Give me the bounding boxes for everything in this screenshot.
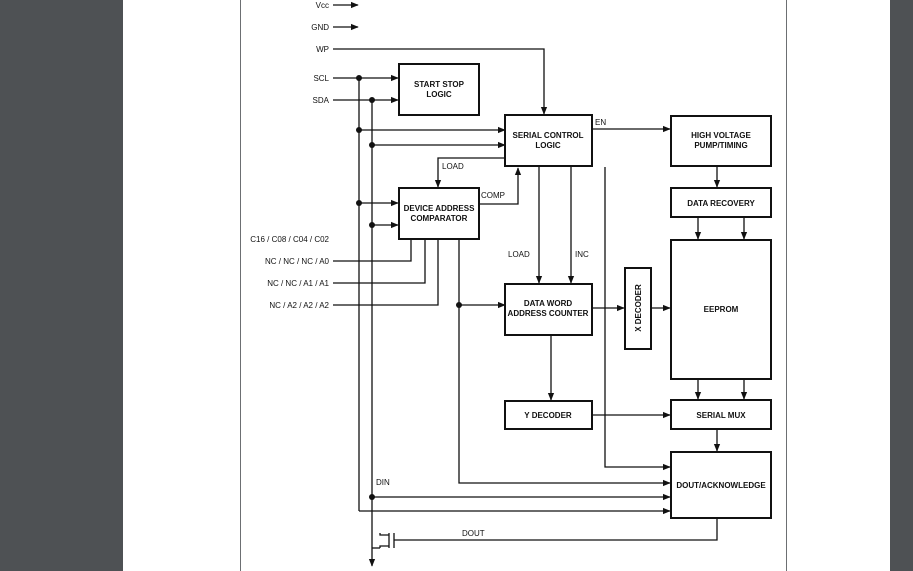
data-word-address-counter-block: DATA WORD ADDRESS COUNTER bbox=[504, 283, 593, 336]
signal-load-top-label: LOAD bbox=[442, 162, 464, 171]
eeprom-block: EEPROM bbox=[670, 239, 772, 380]
svg-text:LOGIC: LOGIC bbox=[426, 90, 452, 99]
pin-gnd-label: GND bbox=[311, 23, 329, 32]
right-gutter bbox=[890, 0, 913, 571]
pin-scl-label: SCL bbox=[313, 74, 329, 83]
pin-a2-label: NC / A2 / A2 / A2 bbox=[269, 301, 329, 310]
signal-dout-label: DOUT bbox=[462, 529, 485, 538]
page-border-left bbox=[240, 0, 241, 571]
signal-inc-label: INC bbox=[575, 250, 589, 259]
variants-label: C16 / C08 / C04 / C02 bbox=[250, 235, 329, 244]
svg-text:PUMP/TIMING: PUMP/TIMING bbox=[694, 141, 747, 150]
svg-text:ADDRESS COUNTER: ADDRESS COUNTER bbox=[508, 309, 589, 318]
svg-text:HIGH VOLTAGE: HIGH VOLTAGE bbox=[691, 131, 751, 140]
svg-text:Y DECODER: Y DECODER bbox=[524, 411, 572, 420]
y-decoder-block: Y DECODER bbox=[504, 400, 593, 430]
svg-text:SERIAL CONTROL: SERIAL CONTROL bbox=[513, 131, 584, 140]
svg-text:DEVICE ADDRESS: DEVICE ADDRESS bbox=[404, 204, 475, 213]
svg-text:X DECODER: X DECODER bbox=[634, 284, 643, 332]
signal-en-label: EN bbox=[595, 118, 606, 127]
svg-text:DOUT/ACKNOWLEDGE: DOUT/ACKNOWLEDGE bbox=[676, 481, 766, 490]
svg-text:COMPARATOR: COMPARATOR bbox=[411, 214, 468, 223]
page-border-right bbox=[786, 0, 787, 571]
svg-text:DATA RECOVERY: DATA RECOVERY bbox=[687, 199, 755, 208]
svg-text:DATA WORD: DATA WORD bbox=[524, 299, 573, 308]
start-stop-logic-block: START STOP LOGIC bbox=[398, 63, 480, 116]
x-decoder-block: X DECODER bbox=[624, 267, 652, 350]
high-voltage-pump-block: HIGH VOLTAGE PUMP/TIMING bbox=[670, 115, 772, 167]
wires bbox=[333, 1, 748, 567]
left-gutter bbox=[0, 0, 123, 571]
svg-text:EEPROM: EEPROM bbox=[704, 305, 739, 314]
data-recovery-block: DATA RECOVERY bbox=[670, 187, 772, 218]
pin-vcc-label: Vcc bbox=[316, 1, 329, 10]
svg-text:LOGIC: LOGIC bbox=[535, 141, 561, 150]
serial-control-logic-block: SERIAL CONTROL LOGIC bbox=[504, 114, 593, 167]
signal-comp-label: COMP bbox=[481, 191, 505, 200]
device-address-comparator-block: DEVICE ADDRESS COMPARATOR bbox=[398, 187, 480, 240]
serial-mux-block: SERIAL MUX bbox=[670, 399, 772, 430]
junctions bbox=[356, 75, 462, 500]
pin-wp-label: WP bbox=[316, 45, 329, 54]
pin-a1-label: NC / NC / A1 / A1 bbox=[267, 279, 329, 288]
dout-acknowledge-block: DOUT/ACKNOWLEDGE bbox=[670, 451, 772, 519]
signal-load-mid-label: LOAD bbox=[508, 250, 530, 259]
svg-text:SERIAL MUX: SERIAL MUX bbox=[696, 411, 746, 420]
pin-a0-label: NC / NC / NC / A0 bbox=[265, 257, 330, 266]
pin-sda-label: SDA bbox=[313, 96, 330, 105]
signal-din-label: DIN bbox=[376, 478, 390, 487]
svg-text:START STOP: START STOP bbox=[414, 80, 465, 89]
